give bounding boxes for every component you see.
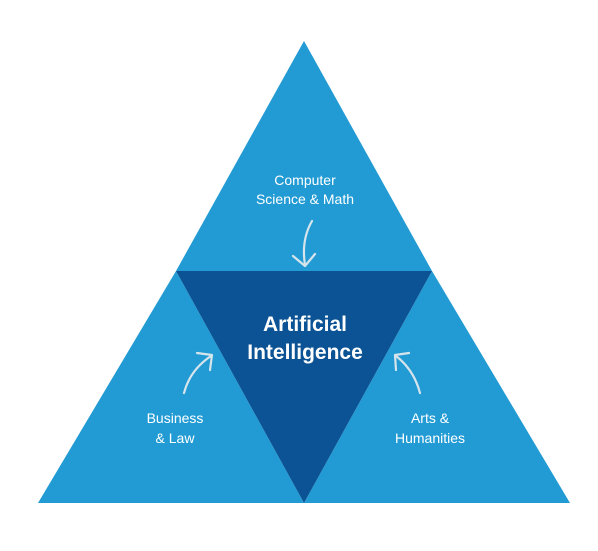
left-arrow <box>182 351 214 395</box>
right-arrow <box>393 351 422 395</box>
left-triangle <box>38 271 304 503</box>
center-triangle <box>176 271 432 503</box>
arrows <box>182 219 422 395</box>
top-arrow-shaft <box>302 219 314 267</box>
top-label: Computer Science & Math <box>256 172 354 207</box>
top-label-line2: Science & Math <box>256 191 354 207</box>
right-arrow-head <box>393 351 411 372</box>
top-label-line1: Computer <box>274 172 336 188</box>
left-label-line2: & Law <box>156 430 196 446</box>
left-label: Business & Law <box>147 410 204 446</box>
top-triangle <box>176 41 432 271</box>
center-label-line2: Intelligence <box>247 341 363 364</box>
top-arrow-head <box>291 252 317 268</box>
right-label-line1: Arts & <box>411 410 450 426</box>
outer-triangles <box>38 41 570 503</box>
center-label-line1: Artificial <box>263 313 347 336</box>
left-arrow-head <box>195 351 214 372</box>
right-triangle <box>304 271 570 503</box>
left-label-line1: Business <box>147 410 204 426</box>
top-arrow <box>291 219 317 268</box>
right-label: Arts & Humanities <box>395 410 465 446</box>
left-arrow-shaft <box>182 354 213 395</box>
right-arrow-shaft <box>394 354 422 395</box>
right-label-line2: Humanities <box>395 430 465 446</box>
center-label: Artificial Intelligence <box>247 313 363 364</box>
